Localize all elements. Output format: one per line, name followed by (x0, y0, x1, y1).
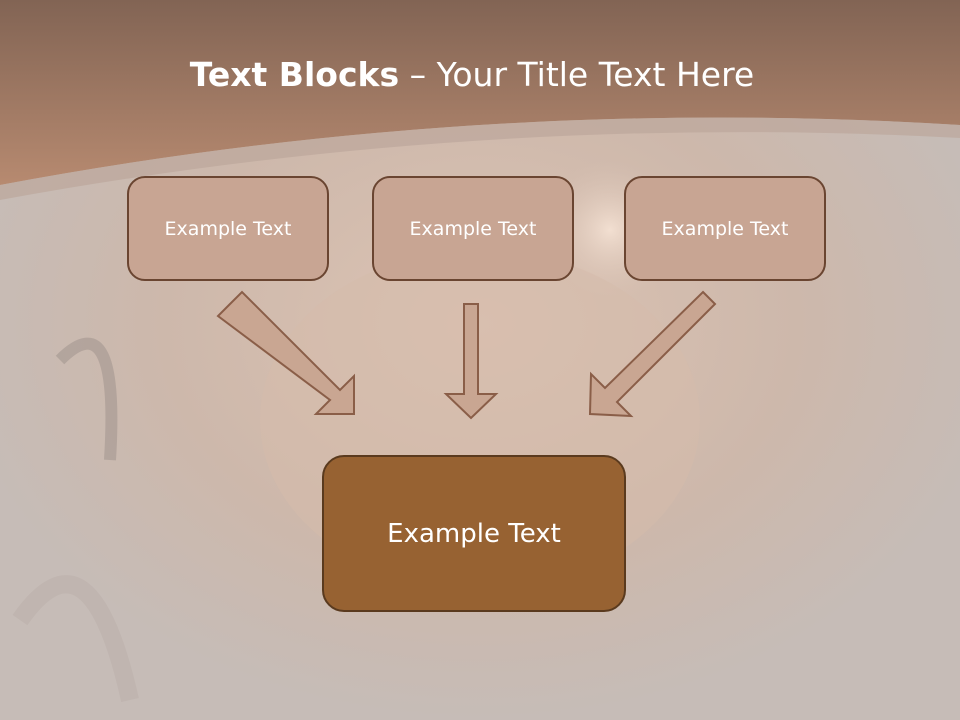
text-block-2[interactable]: Example Text (372, 176, 574, 281)
arrow-center (443, 303, 499, 420)
text-block-1-label: Example Text (164, 217, 292, 240)
arrow-left (216, 290, 355, 415)
title-bold: Text Blocks (189, 55, 400, 94)
arrow-right (588, 290, 717, 418)
text-block-1[interactable]: Example Text (127, 176, 329, 281)
text-block-2-label: Example Text (409, 217, 537, 240)
slide-title: Text Blocks – Your Title Text Here (0, 52, 944, 98)
main-text-block[interactable]: Example Text (322, 455, 626, 612)
text-block-3[interactable]: Example Text (624, 176, 826, 281)
text-block-3-label: Example Text (661, 217, 789, 240)
title-rest: Your Title Text Here (436, 55, 755, 94)
main-text-block-label: Example Text (387, 518, 561, 549)
title-dash: – (399, 55, 437, 94)
